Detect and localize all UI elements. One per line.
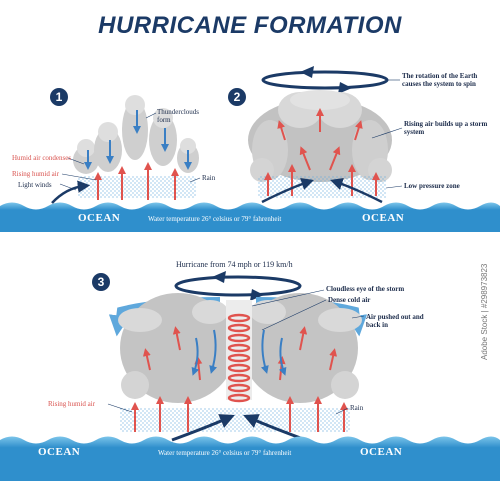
- label-rising-humid-3: Rising humid air: [48, 400, 96, 408]
- stage1-light-winds-arrow: [51, 180, 91, 204]
- stage3-ocean: [0, 436, 500, 481]
- stage3-clouds: [118, 293, 362, 403]
- stage2-inflow-left: [261, 178, 314, 204]
- stage2-rotation-arrow: [261, 66, 389, 94]
- ocean-label-2: OCEAN: [362, 212, 405, 224]
- page-title: HURRICANE FORMATION: [98, 12, 402, 39]
- water-temp-3: Water temperature 26° celsius or 79° fah…: [158, 449, 292, 457]
- stage3-eye-spiral: [227, 313, 251, 403]
- label-cloudless-eye: Cloudless eye of the storm: [326, 285, 405, 293]
- stage1-leaders: [59, 112, 201, 191]
- label-pushed-out: Air pushed out and back in: [366, 313, 424, 329]
- label-thunderclouds: Thunderclouds form: [157, 108, 199, 124]
- stage3-rotation-arrow: [174, 271, 302, 301]
- stage3-leaders: [107, 289, 365, 415]
- label-rotation: The rotation of the Earth causes the sys…: [402, 72, 478, 88]
- label-dense-cold: Dense cold air: [328, 296, 371, 304]
- stage2-group: [240, 66, 500, 232]
- stage2-inflow-right: [330, 178, 383, 204]
- stage3-group: [0, 271, 500, 481]
- label-rising-builds: Rising air builds up a storm system: [404, 120, 488, 136]
- stage1-condense-arrows: [84, 110, 192, 170]
- water-temp-1: Water temperature 26° celsius or 79° fah…: [148, 215, 282, 223]
- stage1-rain: [78, 176, 196, 198]
- label-rain-1: Rain: [202, 174, 216, 182]
- label-hurricane-speed: Hurricane from 74 mph or 119 km/h: [176, 260, 293, 269]
- stage1-number: 1: [50, 88, 68, 106]
- stage2-leaders: [371, 79, 403, 189]
- stage1-group: [0, 95, 240, 232]
- ocean-label-3-left: OCEAN: [38, 446, 81, 458]
- stage3-cold-air-arrows: [191, 329, 287, 376]
- stage1-ocean: [0, 202, 240, 232]
- stage2-rising-arrows: [264, 108, 380, 196]
- stage1-clouds: [73, 95, 199, 174]
- label-light-winds: Light winds: [18, 181, 52, 189]
- stage2-clouds: [248, 90, 392, 182]
- stage2-number: 2: [228, 88, 246, 106]
- stage2-rain: [258, 176, 386, 198]
- label-low-pressure: Low pressure zone: [404, 182, 460, 190]
- label-rising-humid-1: Rising humid air: [12, 170, 60, 178]
- label-humid-condenses: Humid air condenses: [12, 154, 72, 162]
- stage2-ocean: [240, 202, 500, 232]
- label-rain-3: Rain: [350, 404, 364, 412]
- ocean-label-1: OCEAN: [78, 212, 121, 224]
- watermark: Adobe Stock | #298973823: [480, 263, 489, 360]
- stage3-rain: [120, 408, 350, 432]
- stage3-inflow-left: [171, 414, 235, 442]
- stage1-rising-arrows: [94, 162, 179, 200]
- ocean-label-3-right: OCEAN: [360, 446, 403, 458]
- stage3-number: 3: [92, 273, 110, 291]
